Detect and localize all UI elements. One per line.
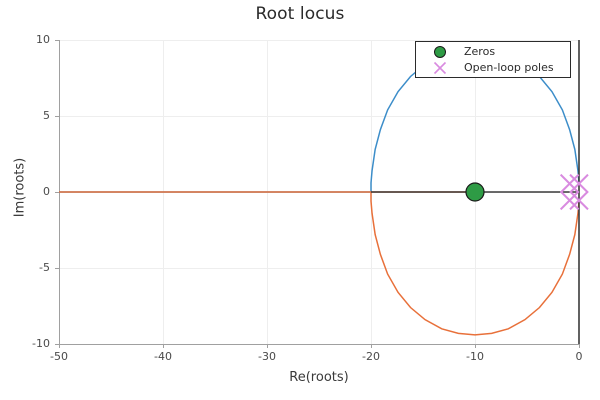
open-loop-pole-marker: [569, 190, 589, 211]
x-axis-label: Re(roots): [289, 370, 349, 385]
legend-box: Zeros Open-loop poles: [415, 41, 571, 78]
gridline-horizontal-5: [59, 116, 579, 117]
tick-x-0: [579, 344, 580, 348]
legend-item-open-loop-poles: Open-loop poles: [416, 60, 572, 76]
tick-y-neg10: [55, 344, 59, 345]
open-loop-pole-marker: [559, 190, 580, 211]
zeros-circle-icon: [434, 46, 446, 58]
ticklabel-x-neg10: -10: [466, 350, 484, 363]
page-title: Root locus: [255, 4, 345, 24]
tick-y-5: [55, 116, 59, 117]
legend-label-open-loop-poles: Open-loop poles: [464, 61, 554, 74]
ticklabel-y-neg10: -10: [32, 337, 50, 350]
gridline-horizontal-neg5: [59, 268, 579, 269]
tick-y-neg5: [55, 268, 59, 269]
ticklabel-x-neg40: -40: [154, 350, 172, 363]
axis-spine-bottom: [59, 344, 579, 345]
tick-x-neg10: [475, 344, 476, 348]
tick-y-10: [55, 40, 59, 41]
tick-x-neg40: [163, 344, 164, 348]
ticklabel-x-0: 0: [575, 350, 583, 363]
gridline-horizontal-10: [59, 40, 579, 41]
tick-x-neg20: [371, 344, 372, 348]
tick-y-0: [55, 192, 59, 193]
ticklabel-x-neg50: -50: [50, 350, 68, 363]
ticklabel-x-neg30: -30: [258, 350, 276, 363]
tick-x-neg50: [59, 344, 60, 348]
ticklabel-y-neg5: -5: [39, 261, 50, 274]
ticklabel-y-10: 10: [36, 33, 50, 46]
legend-label-zeros: Zeros: [464, 45, 496, 58]
legend-item-zeros: Zeros: [416, 44, 572, 60]
open-loop-pole-marker: [569, 173, 589, 194]
zero-marker: [465, 182, 485, 202]
ticklabel-y-5: 5: [43, 109, 50, 122]
ticklabel-y-0: 0: [43, 185, 50, 198]
locus-branch: [59, 191, 580, 336]
open-loop-pole-marker: [559, 173, 580, 194]
tick-x-neg30: [267, 344, 268, 348]
ticklabel-x-neg20: -20: [362, 350, 380, 363]
open-loop-poles-x-icon: [433, 61, 447, 75]
